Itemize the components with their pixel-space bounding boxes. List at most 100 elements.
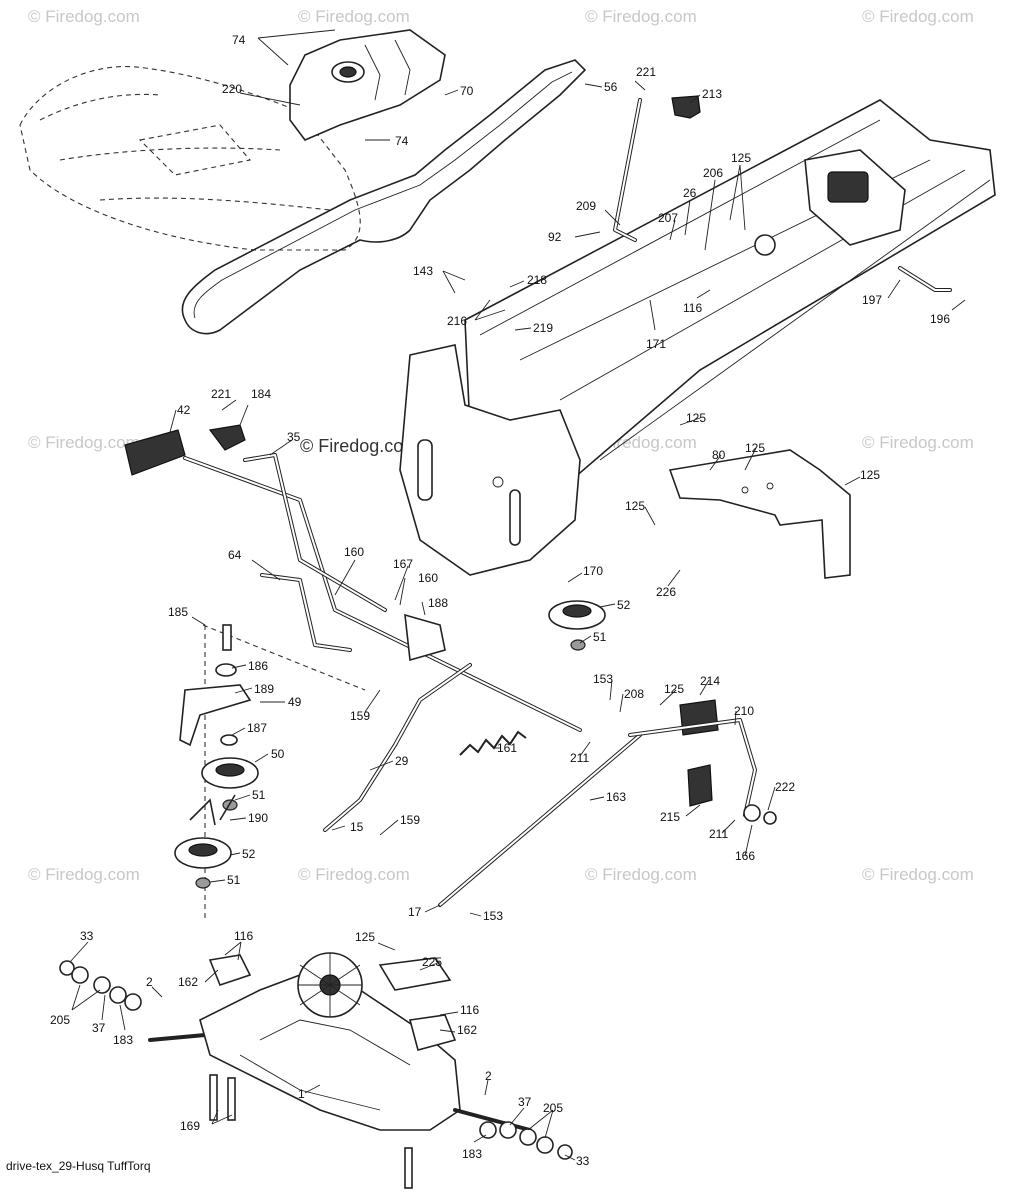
part-label: 15 [350, 820, 364, 834]
transaxle [148, 952, 532, 1189]
part-label: 218 [527, 273, 547, 287]
part-label: 2 [485, 1069, 492, 1083]
part-label: 116 [683, 301, 702, 315]
watermark: © Firedog.com [298, 7, 410, 26]
part-label: 52 [242, 847, 256, 861]
pedal-assembly [628, 699, 777, 825]
part-label: 125 [686, 411, 706, 425]
part-label: 207 [658, 211, 678, 225]
watermark: © Firedog.com [862, 7, 974, 26]
part-label: 125 [731, 151, 751, 165]
part-label: 26 [683, 186, 697, 200]
lift-lever-rod [613, 95, 701, 242]
part-label: 183 [113, 1033, 133, 1047]
part-label: 169 [180, 1119, 200, 1133]
watermark: © Firedog.com [585, 7, 697, 26]
part-label: 143 [413, 264, 433, 278]
center-watermark: © Firedog.com [300, 436, 418, 456]
part-label: 70 [460, 84, 474, 98]
part-label: 222 [775, 780, 795, 794]
mower-deck-outline [19, 66, 361, 251]
part-label: 209 [576, 199, 596, 213]
part-label: 74 [232, 33, 246, 47]
part-label: 219 [533, 321, 553, 335]
part-label: 170 [583, 564, 603, 578]
part-label: 166 [735, 849, 755, 863]
part-label: 160 [344, 545, 364, 559]
watermark: © Firedog.com [862, 433, 974, 452]
part-label: 162 [178, 975, 198, 989]
part-label: 225 [422, 955, 442, 969]
drive-belt [181, 59, 587, 335]
part-label: 213 [702, 87, 722, 101]
part-label: 51 [252, 788, 266, 802]
spring-161 [459, 730, 527, 756]
part-label: 64 [228, 548, 242, 562]
part-label: 197 [862, 293, 882, 307]
part-label: 186 [248, 659, 268, 673]
part-label: 205 [543, 1101, 563, 1115]
part-label: 37 [518, 1095, 532, 1109]
axle-washers [59, 960, 573, 1160]
part-label: 226 [656, 585, 676, 599]
leader-lines [69, 29, 966, 1161]
part-label: 33 [576, 1154, 590, 1168]
part-label: 221 [636, 65, 656, 79]
part-label: 221 [211, 387, 231, 401]
part-label: 211 [570, 751, 589, 765]
part-label: 184 [251, 387, 271, 401]
part-label: 161 [497, 741, 517, 755]
watermark: © Firedog.com [585, 865, 697, 884]
watermark: © Firedog.com [28, 433, 140, 452]
part-label: 116 [460, 1003, 479, 1017]
part-label: 51 [227, 873, 241, 887]
part-label: 159 [400, 813, 420, 827]
pulley-stack [174, 624, 366, 920]
part-label: 210 [734, 704, 754, 718]
part-label: 171 [646, 337, 666, 351]
part-label: 188 [428, 596, 448, 610]
part-labels: 74 220 70 74 56 221 213 125 206 26 209 2… [50, 33, 950, 1168]
part-label: 153 [593, 672, 613, 686]
part-label: 205 [50, 1013, 70, 1027]
part-label: 125 [625, 499, 645, 513]
watermark: © Firedog.com [298, 865, 410, 884]
part-label: 160 [418, 571, 438, 585]
part-label: 33 [80, 929, 94, 943]
part-label: 214 [700, 674, 720, 688]
part-label: 2 [146, 975, 153, 989]
fender-hood [289, 29, 446, 141]
chassis-frame [464, 99, 996, 512]
part-label: 215 [660, 810, 680, 824]
watermark: © Firedog.com [28, 7, 140, 26]
part-label: 125 [664, 682, 684, 696]
part-label: 29 [395, 754, 409, 768]
watermark: © Firedog.com [28, 865, 140, 884]
part-label: 187 [247, 721, 267, 735]
part-label: 208 [624, 687, 644, 701]
part-label: 52 [617, 598, 631, 612]
part-label: 125 [745, 441, 765, 455]
part-label: 56 [604, 80, 618, 94]
part-label: 125 [355, 930, 375, 944]
watermark: © Firedog.com [862, 865, 974, 884]
part-label: 153 [483, 909, 503, 923]
part-label: 183 [462, 1147, 482, 1161]
part-label: 162 [457, 1023, 477, 1037]
part-label: 211 [709, 827, 728, 841]
part-label: 50 [271, 747, 285, 761]
idler-pulley-52-top [548, 600, 606, 651]
rod-197 [898, 266, 952, 292]
part-label: 190 [248, 811, 268, 825]
watermarks: © Firedog.com © Firedog.com © Firedog.co… [28, 7, 974, 884]
seat-mount-plate [399, 344, 581, 576]
part-label: 167 [393, 557, 413, 571]
cross-shaft-assembly [124, 424, 582, 732]
part-label: 163 [606, 790, 626, 804]
part-label: 74 [395, 134, 409, 148]
control-rods [323, 663, 642, 907]
part-label: 1 [298, 1087, 305, 1101]
part-label: 206 [703, 166, 723, 180]
part-label: 125 [860, 468, 880, 482]
